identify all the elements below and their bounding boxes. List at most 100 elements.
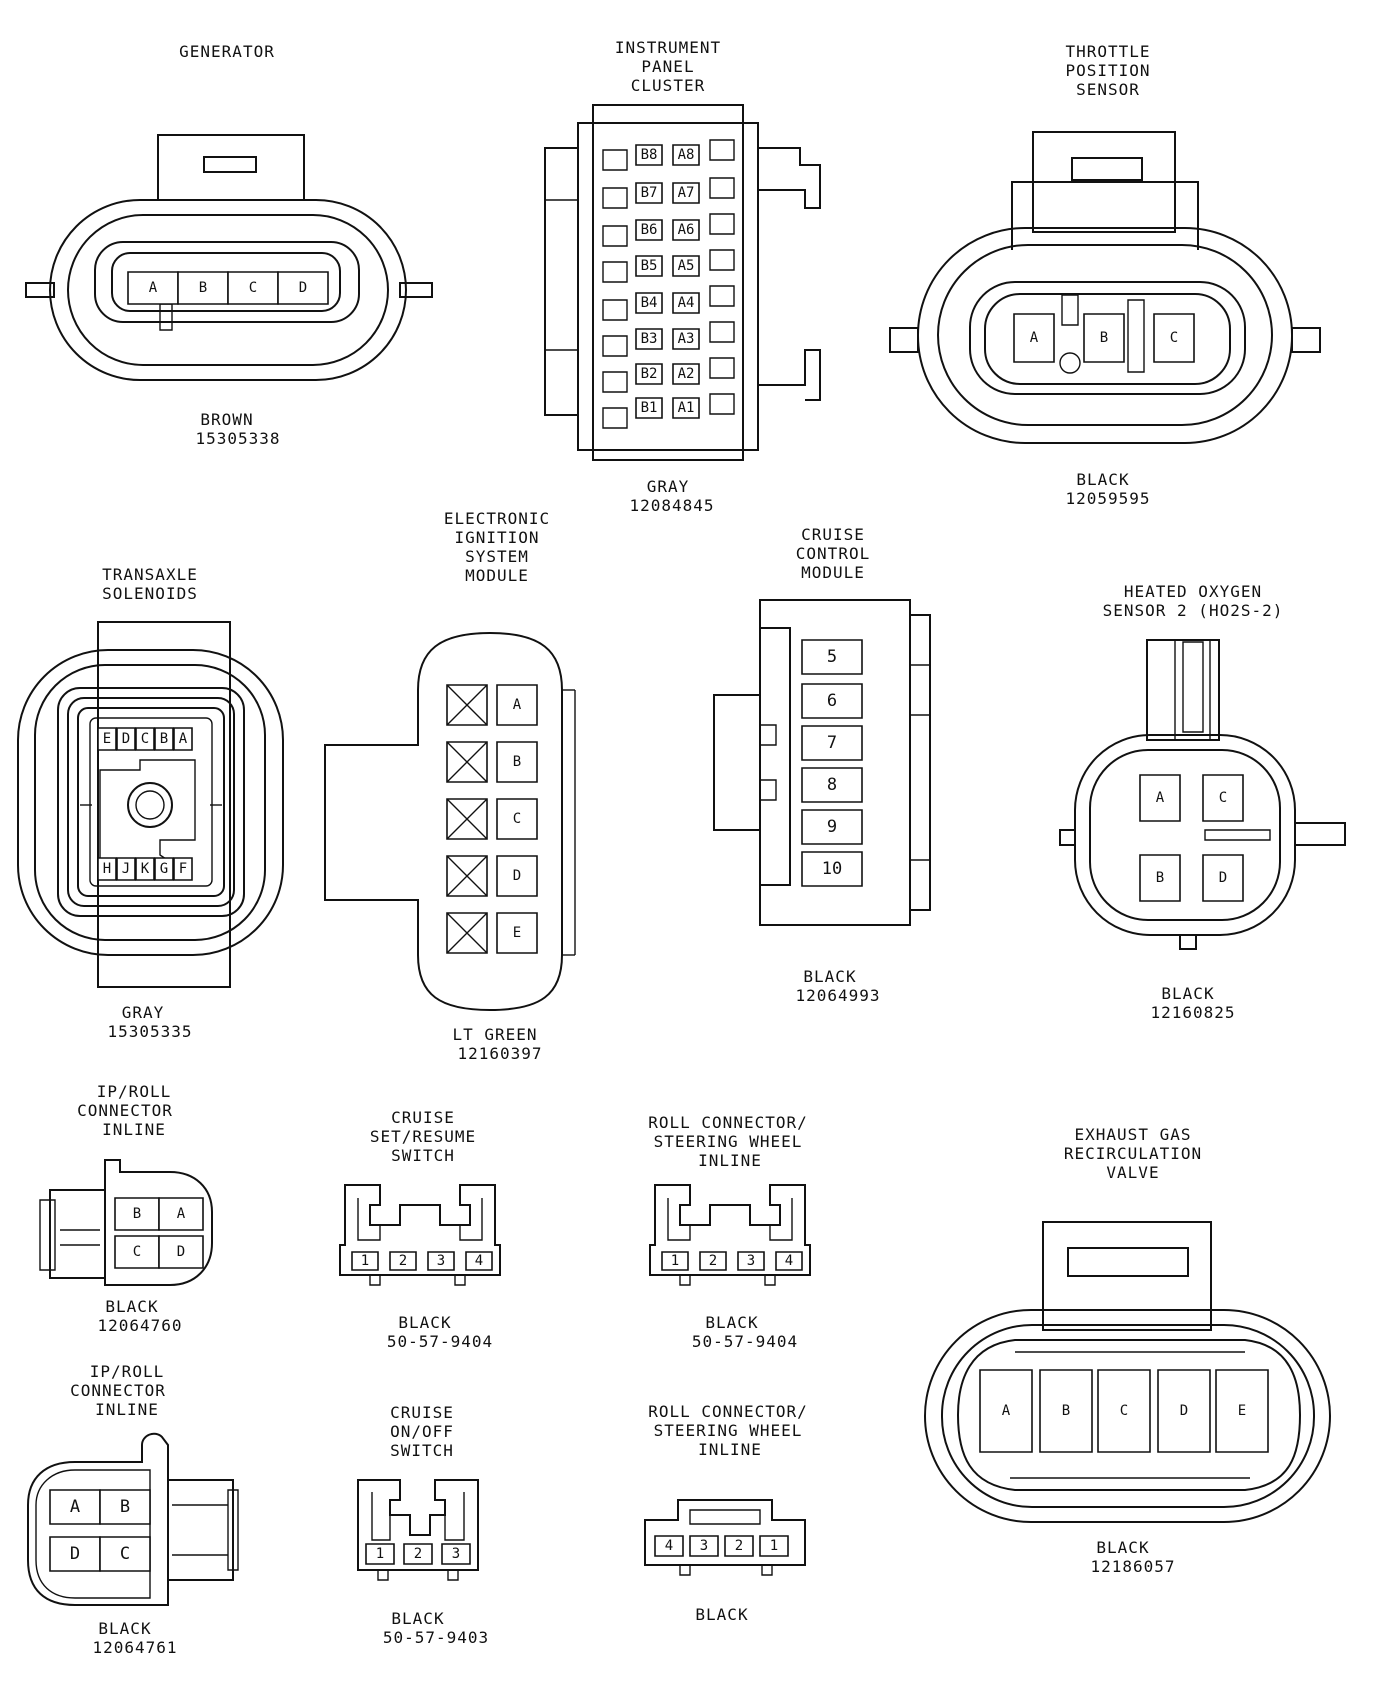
cruise-setres-pin: 4 [475,1253,483,1269]
ipc-pin: A5 [678,258,695,274]
ipc-pin: A7 [678,185,695,201]
ipc-pin: B5 [641,258,658,274]
roll-sw2-pin: 3 [700,1538,708,1554]
connector-tps: THROTTLE POSITION SENSOR A B C BLACK 120… [890,42,1320,508]
eis-color: LT GREEN [452,1025,537,1044]
ipc-pin: A3 [678,331,695,347]
ccm-title: CRUISE [801,525,865,544]
cruise-setres-title: SET/RESUME [370,1127,476,1146]
tps-title: SENSOR [1076,80,1140,99]
transaxle-body [18,650,283,955]
iproll2-title: INLINE [95,1400,159,1419]
connector-cruise-onoff: CRUISE ON/OFF SWITCH 1 2 3 BLACK 50-57-9… [358,1403,488,1647]
roll-sw1-title: INLINE [698,1151,762,1170]
roll-sw1-pins: 1 2 3 4 [662,1252,802,1270]
ccm-title: CONTROL [796,544,870,563]
eis-pin: D [513,868,521,884]
generator-pin: D [299,280,307,296]
cruise-setres-pin: 2 [399,1253,407,1269]
transaxle-pin: J [122,861,130,877]
egr-pin: A [1002,1403,1011,1419]
eis-body [325,633,562,1010]
ipc-side-slots [603,140,734,428]
eis-x-boxes [447,685,487,953]
connector-iproll-2: IP/ROLL CONNECTOR INLINE A B D C BLACK 1… [28,1362,238,1657]
roll-sw1-pin: 3 [747,1253,755,1269]
ho2s-pin: A [1156,790,1165,806]
tps-title: THROTTLE [1065,42,1150,61]
iproll1-part: 12064760 [97,1316,182,1335]
roll-sw2-body [645,1500,805,1565]
cruise-setres-body [340,1185,500,1275]
ipc-title: PANEL [641,57,694,76]
cruise-setres-title: SWITCH [391,1146,455,1165]
transaxle-title: SOLENOIDS [102,584,198,603]
connector-ho2s: HEATED OXYGEN SENSOR 2 (HO2S-2) A C B D … [1060,582,1345,1022]
ccm-pin: 9 [827,817,837,837]
iproll1-title: CONNECTOR [77,1101,173,1120]
roll-sw2-pin: 1 [770,1538,778,1554]
cruise-onoff-title: CRUISE [390,1403,454,1422]
connector-cruise-setres: CRUISE SET/RESUME SWITCH 1 2 3 4 BLACK 5… [340,1108,500,1351]
transaxle-pin: E [103,731,111,747]
iproll1-pins: B A C D [115,1198,203,1268]
ipc-pins: B8 A8 B7 A7 B6 A6 B5 A5 B4 A4 B3 A3 B2 A… [636,145,699,418]
egr-pin: E [1238,1403,1246,1419]
ccm-pin: 6 [827,691,837,711]
cruise-onoff-pins: 1 2 3 [366,1544,470,1564]
roll-sw1-part: 50-57-9404 [692,1332,798,1351]
roll-sw2-title: STEERING WHEEL [654,1421,803,1440]
ipc-color: GRAY [647,477,690,496]
roll-sw2-pin: 2 [735,1538,743,1554]
iproll2-pin: B [120,1497,130,1517]
generator-pin: C [249,280,257,296]
iproll1-title: IP/ROLL [97,1082,171,1101]
cruise-onoff-title: ON/OFF [390,1422,454,1441]
ho2s-pin: B [1156,870,1164,886]
ccm-pin: 7 [827,733,837,753]
ho2s-pins: A C B D [1140,775,1243,901]
ipc-pin: B3 [641,331,658,347]
iproll1-pin: D [177,1244,185,1260]
ho2s-pin: D [1219,870,1227,886]
egr-title: RECIRCULATION [1064,1144,1202,1163]
iproll2-pin: A [70,1497,80,1517]
tps-color: BLACK [1076,470,1129,489]
ccm-part: 12064993 [795,986,880,1005]
iproll1-title: INLINE [102,1120,166,1139]
connector-iproll-1: IP/ROLL CONNECTOR INLINE B A C D BLACK 1… [40,1082,212,1335]
roll-sw1-pin: 1 [671,1253,679,1269]
transaxle-pin: K [141,861,150,877]
iproll2-pin: D [70,1544,80,1564]
ipc-pin: A6 [678,222,695,238]
transaxle-pin: C [141,731,149,747]
cruise-setres-title: CRUISE [391,1108,455,1127]
eis-title: ELECTRONIC [444,509,550,528]
iproll1-body [105,1160,212,1285]
ccm-pin: 10 [822,859,842,879]
ho2s-title: SENSOR 2 (HO2S-2) [1103,601,1284,620]
roll-sw2-title: INLINE [698,1440,762,1459]
generator-latch-slot [204,157,256,172]
cruise-onoff-pin: 3 [452,1546,460,1562]
ipc-title: CLUSTER [631,76,705,95]
ipc-pin: B4 [641,295,658,311]
generator-body [50,200,406,380]
generator-color: BROWN [200,410,253,429]
egr-pins: A B C D E [980,1370,1268,1452]
egr-pin: D [1180,1403,1188,1419]
transaxle-pin: B [160,731,168,747]
tps-pins: A B C [1014,314,1194,362]
generator-pin: B [199,280,207,296]
ccm-color: BLACK [803,967,856,986]
eis-part: 12160397 [457,1044,542,1063]
generator-title: GENERATOR [179,42,275,61]
ipc-title: INSTRUMENT [615,38,721,57]
ipc-body [593,105,743,460]
iproll2-pin: C [120,1544,130,1564]
transaxle-color: GRAY [122,1003,165,1022]
roll-sw1-pin: 2 [709,1253,717,1269]
iproll2-color: BLACK [98,1619,151,1638]
ccm-title: MODULE [801,563,865,582]
egr-part: 12186057 [1090,1557,1175,1576]
